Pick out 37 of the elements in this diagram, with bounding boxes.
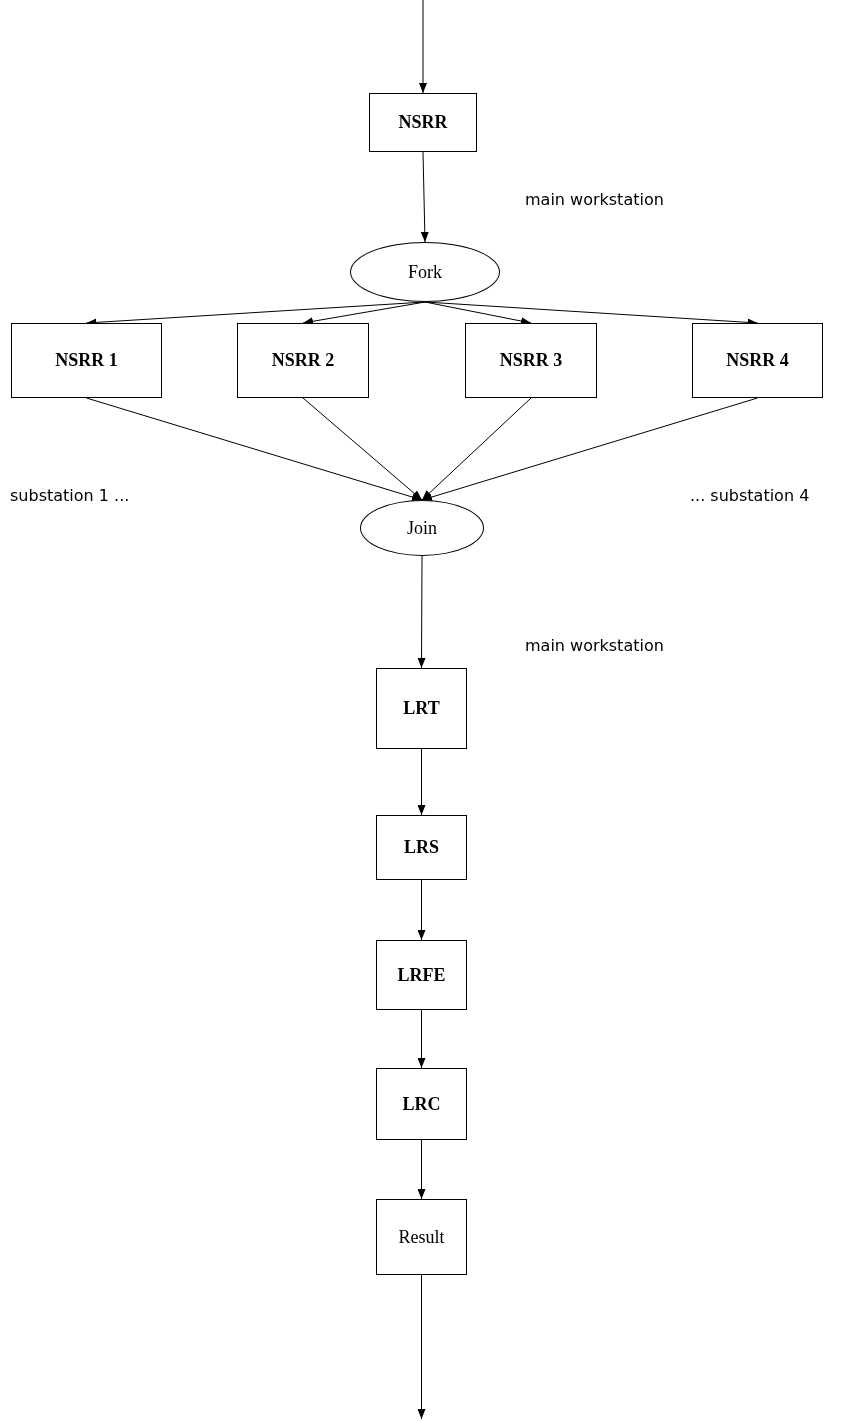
arrow (419, 0, 427, 94)
arrow (417, 748, 426, 816)
node-label: LRS (404, 836, 439, 859)
process-box (376, 1199, 467, 1275)
node-label: Fork (408, 260, 442, 284)
node-label: NSRR 2 (271, 349, 335, 372)
arrow (417, 879, 426, 941)
process-box (465, 323, 597, 398)
arrow (417, 1274, 426, 1420)
node-label: LRFE (397, 963, 446, 987)
process-box (11, 323, 162, 398)
node-label: NSRR 4 (726, 349, 789, 372)
annotation-label: ... substation 4 (690, 485, 810, 507)
arrow (417, 1139, 426, 1200)
process-box (376, 1068, 467, 1140)
arrow (421, 397, 532, 501)
node-label: LRT (403, 697, 440, 720)
annotation-label: substation 1 ... (10, 485, 130, 507)
process-box (376, 815, 467, 880)
node-label: LRC (402, 1092, 441, 1116)
annotation-label: main workstation (525, 189, 664, 211)
arrow (417, 1009, 426, 1069)
node-label: NSRR 1 (55, 349, 118, 372)
process-box (237, 323, 369, 398)
node-label: Join (407, 516, 437, 540)
node-label: NSRR (398, 111, 448, 134)
arrow (302, 397, 423, 501)
process-box (692, 323, 823, 398)
arrow (421, 397, 758, 501)
process-box (369, 93, 477, 152)
arrow (417, 555, 426, 669)
process-box (376, 668, 467, 749)
arrow (420, 151, 429, 243)
annotation-label: main workstation (525, 635, 664, 657)
node-label: NSRR 3 (499, 349, 563, 372)
node-label: Result (398, 1225, 445, 1249)
process-box (376, 940, 467, 1010)
